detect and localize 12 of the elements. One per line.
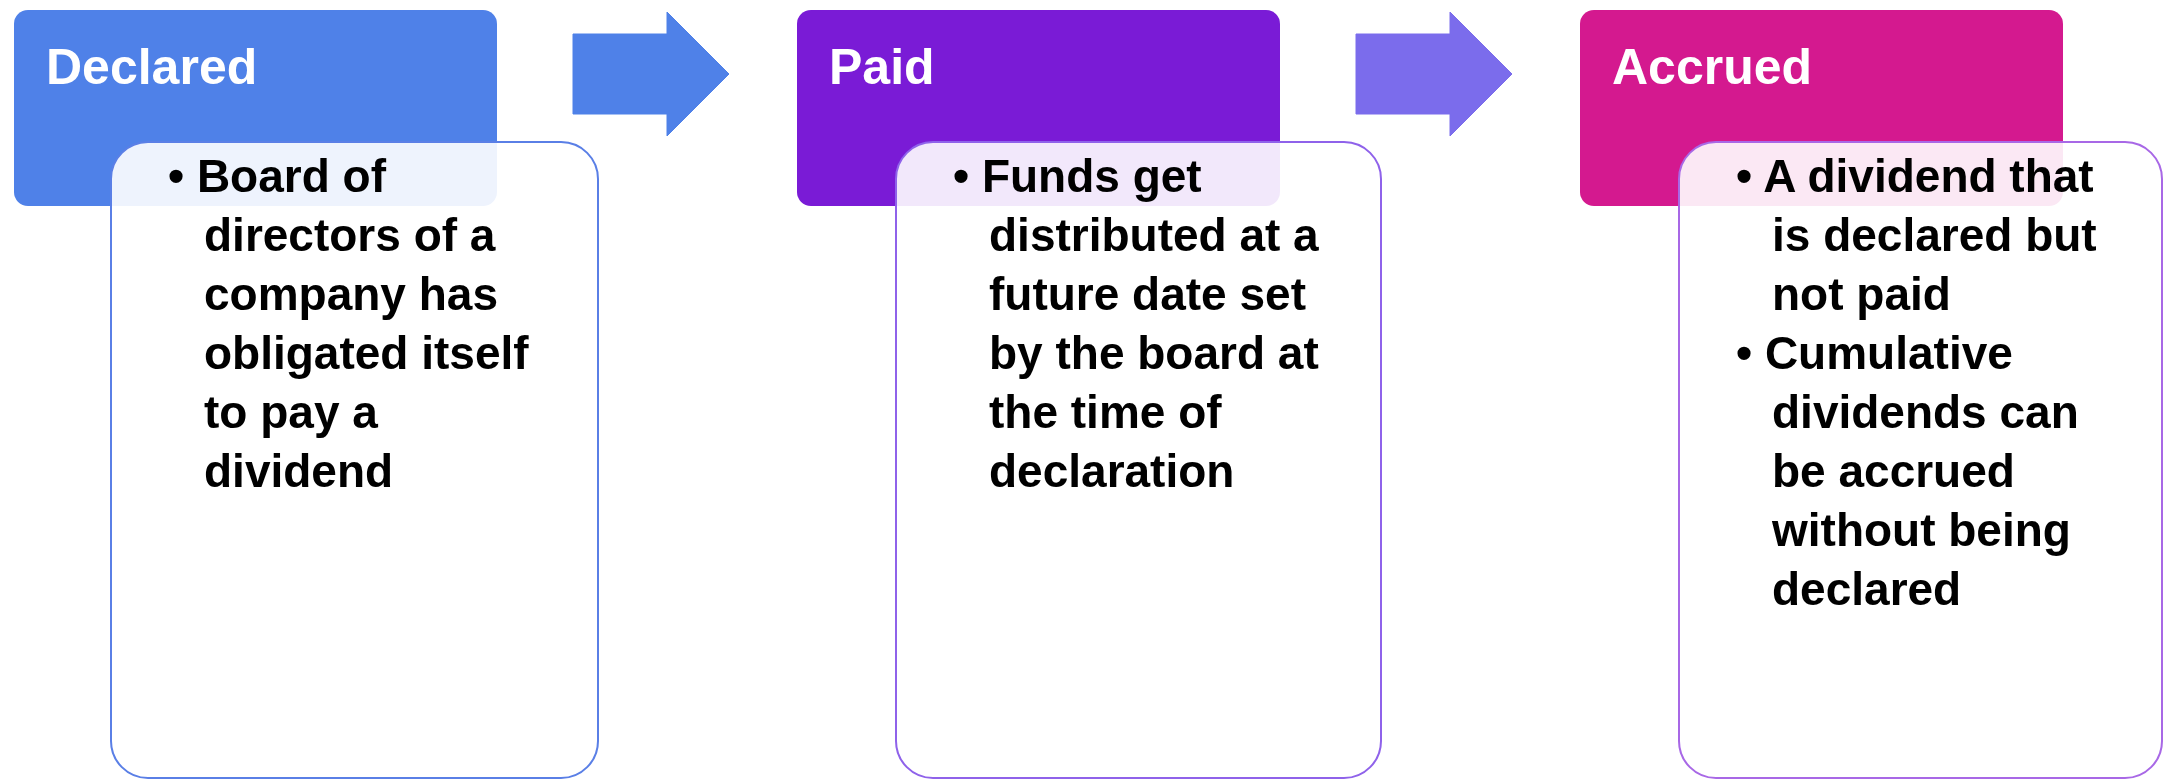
block-arrow [1355,11,1513,137]
stage-title: Accrued [1612,38,1813,96]
bullet-text: • Board of directors of a company has obligated itself to pay a dividend [168,149,530,499]
bullet-text: • Funds get distributed at a future date set by the board at the time of declaration [953,149,1320,499]
description-card [110,141,599,779]
block-arrow [572,11,730,137]
bullet-text: • Cumulative dividends can be accrued without being declared [1736,326,2080,617]
description-card [1678,141,2163,779]
bullet-text: • A dividend that is declared but not paid [1736,149,2098,322]
stage-title: Declared [46,38,258,96]
description-card [895,141,1382,779]
stage-title: Paid [829,38,935,96]
